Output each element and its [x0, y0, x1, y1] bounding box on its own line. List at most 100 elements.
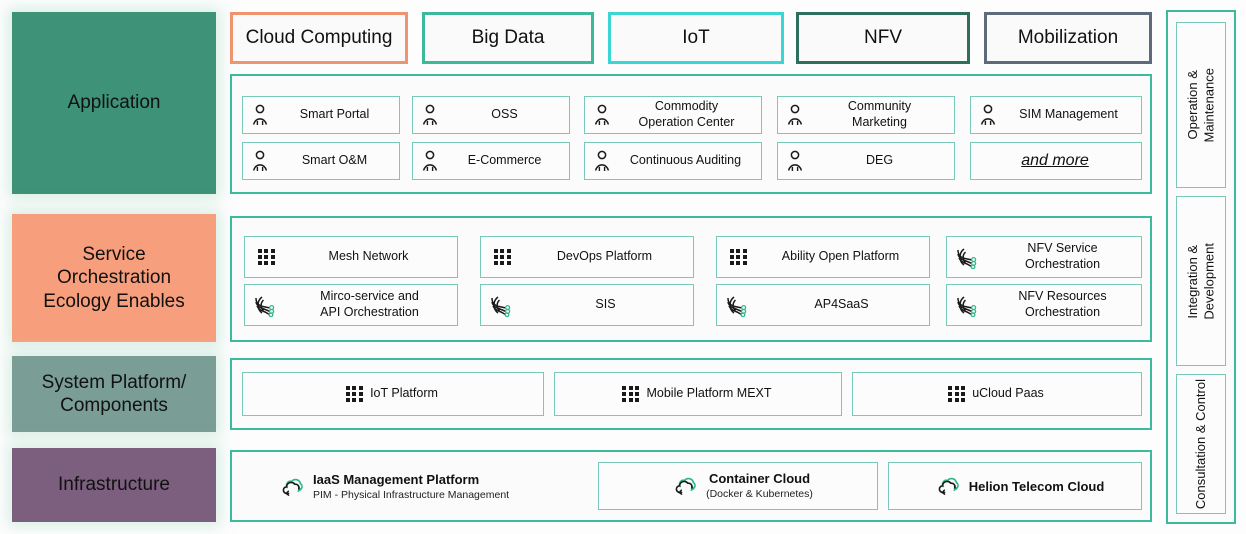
layer-label-system-text: System Platform/Components [41, 371, 187, 416]
category-chip-label: Mobilization [1017, 27, 1119, 48]
dot-grid-icon [730, 248, 747, 266]
layer-label-application-text: Application [67, 92, 161, 114]
app-item-label: Smart Portal [299, 107, 370, 122]
category-chip-nfv[interactable]: NFV [796, 12, 970, 64]
svc-item-label: DevOps Platform [556, 249, 653, 264]
app-item-label: and more [1021, 152, 1089, 169]
person-icon [594, 104, 610, 125]
app-item-label: Continuous Auditing [629, 153, 742, 168]
dot-grid-icon [258, 248, 275, 266]
sys-item-mobile-platform-mext[interactable]: Mobile Platform MEXT [554, 372, 842, 416]
orchestration-icon [957, 248, 977, 269]
category-chip-label: NFV [864, 27, 902, 48]
svc-item-mesh-network[interactable]: Mesh Network [244, 236, 458, 278]
infrastructure-layer-panel: IaaS Management Platform PIM - Physical … [230, 450, 1152, 522]
layer-label-application: Application [12, 12, 216, 194]
app-item-label: DEG [865, 153, 894, 168]
person-icon [422, 150, 438, 171]
side-rail-item-operation-maintenance[interactable]: Operation &Maintenance [1176, 22, 1226, 188]
app-item-label: E-Commerce [467, 153, 542, 168]
side-rail-label: Consultation & Control [1192, 378, 1208, 510]
sys-item-iot-platform[interactable]: IoT Platform [242, 372, 544, 416]
side-rail-label: Integration &Development [1184, 242, 1216, 320]
svc-item-label: Ability Open Platform [781, 249, 900, 264]
inf-item-subtitle: PIM - Physical Infrastructure Management [313, 488, 510, 501]
cloud-sync-icon [938, 477, 959, 495]
inf-item-helion-telecom-cloud[interactable]: Helion Telecom Cloud [888, 462, 1142, 510]
svc-item-label: AP4SaaS [814, 297, 869, 312]
svc-item-sis[interactable]: SIS [480, 284, 694, 326]
sys-item-label: IoT Platform [370, 386, 438, 401]
side-rail-label: Operation &Maintenance [1184, 67, 1216, 143]
category-chip-cloud-computing[interactable]: Cloud Computing [230, 12, 408, 64]
sys-item-label: uCloud Paas [972, 386, 1044, 401]
inf-item-text-group: Container Cloud (Docker & Kubernetes) [706, 471, 813, 502]
category-chip-mobilization[interactable]: Mobilization [984, 12, 1152, 64]
orchestration-icon [727, 296, 747, 317]
layer-label-system-platform: System Platform/Components [12, 356, 216, 432]
app-item-oss[interactable]: OSS [412, 96, 570, 134]
cloud-sync-icon [675, 477, 696, 495]
person-icon [252, 104, 268, 125]
inf-item-title: Container Cloud [708, 470, 811, 486]
layer-label-infrastructure-text: Infrastructure [58, 474, 170, 496]
svc-item-ability-open-platform[interactable]: Ability Open Platform [716, 236, 930, 278]
person-icon [787, 104, 803, 125]
person-icon [422, 104, 438, 125]
side-rail-item-consultation-control[interactable]: Consultation & Control [1176, 374, 1226, 514]
inf-item-title: IaaS Management Platform [313, 471, 480, 487]
inf-item-subtitle: (Docker & Kubernetes) [706, 487, 813, 500]
sys-item-label: Mobile Platform MEXT [646, 386, 772, 401]
dot-grid-icon [346, 385, 363, 403]
app-item-smart-portal[interactable]: Smart Portal [242, 96, 400, 134]
sys-item-ucloud-paas[interactable]: uCloud Paas [852, 372, 1142, 416]
dot-grid-icon [622, 385, 640, 403]
person-icon [594, 150, 610, 171]
app-item-continuous-auditing[interactable]: Continuous Auditing [584, 142, 762, 180]
svc-item-label: Mesh Network [328, 249, 409, 264]
svc-item-devops-platform[interactable]: DevOps Platform [480, 236, 694, 278]
category-chip-iot[interactable]: IoT [608, 12, 784, 64]
inf-item-container-cloud[interactable]: Container Cloud (Docker & Kubernetes) [598, 462, 878, 510]
app-item-smart-om[interactable]: Smart O&M [242, 142, 400, 180]
dot-grid-icon [494, 248, 511, 266]
svc-item-ap4saas[interactable]: AP4SaaS [716, 284, 930, 326]
cloud-sync-icon [282, 478, 303, 496]
svc-item-label: SIS [595, 297, 616, 312]
app-item-e-commerce[interactable]: E-Commerce [412, 142, 570, 180]
person-icon [252, 150, 268, 171]
inf-item-text-group: IaaS Management Platform PIM - Physical … [313, 472, 509, 503]
inf-item-iaas-management-platform[interactable]: IaaS Management Platform PIM - Physical … [280, 464, 590, 510]
dot-grid-icon [948, 385, 965, 403]
service-orchestration-layer-panel: Mesh Network DevOps Platform Ability Ope… [230, 216, 1152, 342]
orchestration-icon [491, 296, 511, 317]
system-platform-layer-panel: IoT Platform Mobile Platform MEXT uCloud… [230, 358, 1152, 430]
person-icon [787, 150, 803, 171]
app-item-sim-management[interactable]: SIM Management [970, 96, 1142, 134]
app-item-and-more[interactable]: and more [970, 142, 1142, 180]
category-chip-big-data[interactable]: Big Data [422, 12, 594, 64]
inf-item-title: Helion Telecom Cloud [968, 478, 1105, 494]
app-item-deg[interactable]: DEG [777, 142, 955, 180]
person-icon [980, 104, 996, 125]
app-item-label: OSS [491, 107, 518, 122]
app-item-label: Smart O&M [301, 153, 368, 168]
category-chip-label: IoT [682, 27, 710, 48]
side-rail-item-integration-development[interactable]: Integration &Development [1176, 196, 1226, 366]
category-chip-label: Cloud Computing [245, 27, 393, 48]
category-chip-label: Big Data [471, 27, 545, 48]
orchestration-icon [957, 296, 977, 317]
